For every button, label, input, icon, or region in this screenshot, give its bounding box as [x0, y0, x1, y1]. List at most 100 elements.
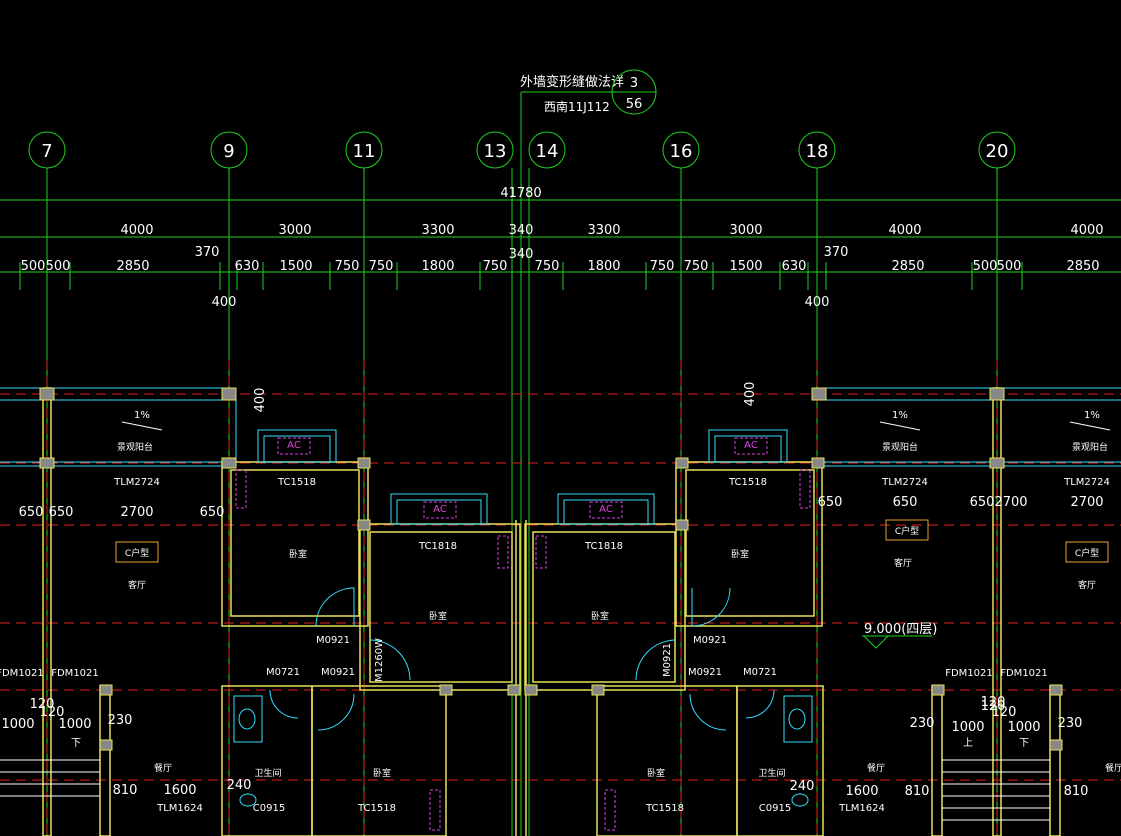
window-label: C0915: [253, 803, 285, 814]
dimension-label: 500: [21, 259, 46, 274]
ac-labels: AC AC AC AC: [287, 440, 758, 515]
svg-text:1600: 1600: [845, 784, 878, 799]
small-dimensions: 650 650 2700 650 650 2700 650 650 2700 4…: [1, 382, 1103, 799]
slope-label: 1%: [1084, 410, 1100, 421]
svg-text:650: 650: [200, 505, 225, 520]
stair-direction: 下: [71, 738, 81, 749]
level-marker: 9.000(四层): [862, 622, 937, 649]
window-label: C0915: [759, 803, 791, 814]
dimension-label: 3300: [421, 223, 454, 238]
svg-text:230: 230: [1058, 716, 1083, 731]
room-living: 客厅: [128, 579, 146, 591]
detail-ref: 西南11J112: [544, 99, 610, 114]
dimension-label: 630: [782, 259, 807, 274]
axis-label: 16: [670, 141, 693, 162]
svg-text:650: 650: [893, 495, 918, 510]
room-living: 客厅: [894, 557, 912, 569]
stair-labels: 下 下 上: [71, 737, 1029, 749]
stair-direction: 下: [1019, 738, 1029, 749]
slope-label: 1%: [892, 410, 908, 421]
bathroom-fixtures: [233, 695, 813, 807]
slope-labels: 1% 1% 1%: [134, 410, 1100, 421]
columns: [39, 387, 1063, 751]
stairs: [0, 759, 1050, 821]
dimension-total-group: 41780: [500, 186, 541, 201]
dimension-label: 750: [335, 259, 360, 274]
door-label: M0721: [266, 667, 300, 678]
room-bedroom: 卧室: [731, 548, 749, 560]
door-label: M0921: [688, 667, 722, 678]
room-living: 客厅: [1078, 579, 1096, 591]
window-label: TC1518: [357, 803, 396, 814]
door-label: M0921: [693, 635, 727, 646]
dimension-label: 750: [369, 259, 394, 274]
window-label: TC1518: [277, 477, 316, 488]
door-label: FDM1021: [0, 668, 44, 679]
dimension-label: 750: [483, 259, 508, 274]
door-label-vertical: M0921: [662, 643, 673, 677]
axis-label: 13: [484, 141, 507, 162]
detail-sheet: 56: [626, 97, 643, 112]
room-bedroom: 卧室: [373, 767, 391, 779]
svg-text:1000: 1000: [1, 717, 34, 732]
dimension-label: 4000: [120, 223, 153, 238]
room-bathroom: 卫生间: [254, 767, 281, 779]
level-label: 9.000(四层): [864, 622, 937, 637]
door-label: M0921: [316, 635, 350, 646]
svg-text:810: 810: [113, 783, 138, 798]
axis-label: 20: [986, 141, 1009, 162]
unit-type-label: C户型: [895, 525, 919, 537]
axis-bubble: [662, 131, 700, 169]
svg-text:400: 400: [253, 388, 268, 413]
dimension-lines: [0, 199, 1121, 273]
svg-text:650: 650: [818, 495, 843, 510]
ac-label: AC: [433, 504, 447, 515]
window-label: TC1818: [584, 541, 623, 552]
svg-text:120: 120: [30, 697, 55, 712]
balcony-door-label: TLM2724: [113, 477, 160, 488]
axis-label: 7: [41, 141, 52, 162]
axis-bubble: [28, 131, 66, 169]
ac-label: AC: [744, 440, 758, 451]
door-swings: [269, 587, 775, 731]
slope-arrows: [121, 421, 1111, 431]
door-label: M0721: [743, 667, 777, 678]
axis-bubble: [476, 131, 514, 169]
dimension-label: 1500: [729, 259, 762, 274]
unit-type-label: C户型: [1075, 547, 1099, 559]
slope-label: 1%: [134, 410, 150, 421]
dimension-row1-extra: 340: [509, 247, 534, 262]
dimension-label: 1800: [587, 259, 620, 274]
dimension-label: 750: [684, 259, 709, 274]
dimension-below-right: 400: [805, 295, 830, 310]
dimension-label: 2850: [116, 259, 149, 274]
room-balcony: 景观阳台: [117, 441, 153, 453]
svg-text:650: 650: [49, 505, 74, 520]
room-balcony: 景观阳台: [882, 441, 918, 453]
svg-text:240: 240: [790, 779, 815, 794]
door-label: FDM1021: [945, 668, 993, 679]
svg-text:120: 120: [981, 699, 1006, 714]
svg-text:2700: 2700: [1070, 495, 1103, 510]
room-dining: 餐厅: [154, 762, 172, 774]
dimension-label: 1800: [421, 259, 454, 274]
ac-label: AC: [599, 504, 613, 515]
balcony-door-label: TLM2724: [1063, 477, 1110, 488]
axis-label: 18: [806, 141, 829, 162]
dimension-ticks: [19, 262, 1023, 290]
room-dining: 餐厅: [1105, 762, 1121, 774]
dimension-label: 500: [997, 259, 1022, 274]
dimension-label: 3300: [587, 223, 620, 238]
dimension-total: 41780: [500, 186, 541, 201]
dimension-label: 4000: [888, 223, 921, 238]
axis-bubble: [978, 131, 1016, 169]
svg-text:230: 230: [910, 716, 935, 731]
dimension-label: 4000: [1070, 223, 1103, 238]
dimension-label: 750: [535, 259, 560, 274]
svg-text:240: 240: [227, 778, 252, 793]
dimension-label: 1500: [279, 259, 312, 274]
svg-text:1000: 1000: [1007, 720, 1040, 735]
